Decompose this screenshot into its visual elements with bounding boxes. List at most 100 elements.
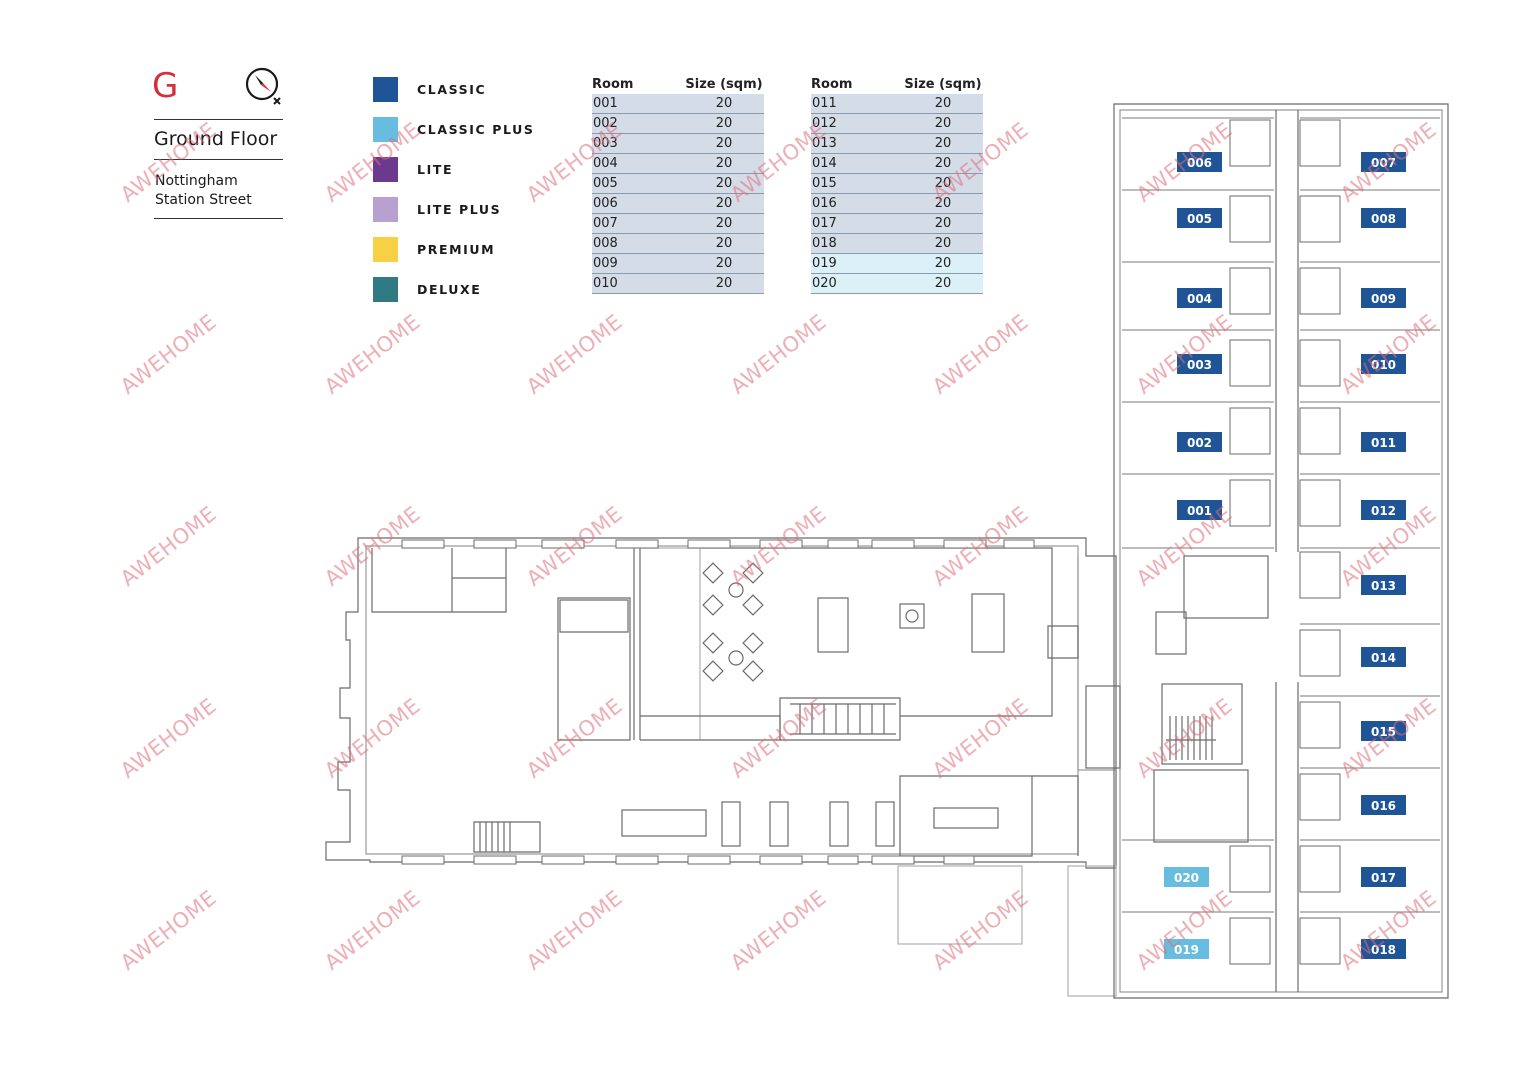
room-size-cell: 20	[903, 273, 983, 294]
bathroom-pod	[1229, 407, 1271, 455]
room-size-cell: 20	[903, 173, 983, 194]
room-number-cell: 003	[592, 133, 684, 154]
room-tag-011[interactable]: 011	[1361, 432, 1406, 452]
room-tag-001[interactable]: 001	[1177, 500, 1222, 520]
room-tag-019[interactable]: 019	[1164, 939, 1209, 959]
legend-label: CLASSIC PLUS	[417, 122, 535, 137]
room-tag-020[interactable]: 020	[1164, 867, 1209, 887]
room-tag-background	[1177, 152, 1222, 172]
bathroom-pod	[1299, 551, 1341, 599]
room-number-cell: 020	[811, 273, 903, 294]
room-tag-background	[1177, 354, 1222, 374]
room-tag-label: 005	[1187, 212, 1212, 226]
room-tag-label: 012	[1371, 504, 1396, 518]
room-number-cell: 001	[592, 94, 684, 114]
room-number-cell: 008	[592, 233, 684, 254]
bathroom-pod	[1299, 479, 1341, 527]
legend-item: PREMIUM	[373, 237, 495, 262]
room-tag-006[interactable]: 006	[1177, 152, 1222, 172]
legend-item: CLASSIC PLUS	[373, 117, 534, 142]
room-tag-009[interactable]: 009	[1361, 288, 1406, 308]
room-column-header: Room	[592, 74, 684, 94]
size-column-header: Size (sqm)	[684, 74, 764, 94]
room-tag-016[interactable]: 016	[1361, 795, 1406, 815]
room-size-cell: 20	[903, 133, 983, 154]
room-tag-010[interactable]: 010	[1361, 354, 1406, 374]
room-tag-label: 019	[1174, 943, 1199, 957]
room-tag-background	[1361, 208, 1406, 228]
bathroom-pod	[1229, 119, 1271, 167]
room-tag-background	[1177, 208, 1222, 228]
room-size-cell: 20	[684, 193, 764, 214]
room-tag-013[interactable]: 013	[1361, 575, 1406, 595]
room-tag-label: 010	[1371, 358, 1396, 372]
room-tag-014[interactable]: 014	[1361, 647, 1406, 667]
legend-swatch	[373, 117, 398, 142]
room-tag-background	[1361, 795, 1406, 815]
vertical-wing-outline	[1113, 103, 1449, 999]
room-tag-background	[1177, 288, 1222, 308]
room-tag-label: 006	[1187, 156, 1212, 170]
room-tag-background	[1361, 575, 1406, 595]
bathroom-pod	[1299, 773, 1341, 821]
room-size-cell: 20	[684, 253, 764, 274]
room-tag-003[interactable]: 003	[1177, 354, 1222, 374]
legend-swatch	[373, 237, 398, 262]
room-size-cell: 20	[903, 113, 983, 134]
legend-item: CLASSIC	[373, 77, 486, 102]
room-size-cell: 20	[684, 133, 764, 154]
bathroom-pod	[1299, 845, 1341, 893]
room-size-cell: 20	[903, 213, 983, 234]
room-tag-label: 009	[1371, 292, 1396, 306]
room-size-cell: 20	[684, 153, 764, 174]
room-tag-label: 016	[1371, 799, 1396, 813]
room-number-cell: 006	[592, 193, 684, 214]
room-tag-label: 011	[1371, 436, 1396, 450]
room-tag-background	[1361, 432, 1406, 452]
room-tag-background	[1177, 500, 1222, 520]
room-size-cell: 20	[903, 253, 983, 274]
room-tag-012[interactable]: 012	[1361, 500, 1406, 520]
room-tag-004[interactable]: 004	[1177, 288, 1222, 308]
room-size-cell: 20	[684, 94, 764, 114]
room-tag-008[interactable]: 008	[1361, 208, 1406, 228]
room-size-cell: 20	[684, 233, 764, 254]
compass-icon	[245, 67, 281, 105]
room-tag-005[interactable]: 005	[1177, 208, 1222, 228]
room-tag-002[interactable]: 002	[1177, 432, 1222, 452]
room-tag-015[interactable]: 015	[1361, 721, 1406, 741]
bathroom-pod	[1299, 339, 1341, 387]
room-tag-label: 018	[1371, 943, 1396, 957]
room-tag-017[interactable]: 017	[1361, 867, 1406, 887]
floor-letter: G	[152, 66, 179, 106]
room-number-cell: 015	[811, 173, 903, 194]
room-tag-label: 008	[1371, 212, 1396, 226]
address-line-2: Station Street	[155, 192, 252, 208]
room-tag-background	[1164, 939, 1209, 959]
room-tag-018[interactable]: 018	[1361, 939, 1406, 959]
legend-item: LITE PLUS	[373, 197, 501, 222]
room-tag-007[interactable]: 007	[1361, 152, 1406, 172]
room-tag-background	[1361, 939, 1406, 959]
legend-label: DELUXE	[417, 282, 482, 297]
room-number-cell: 007	[592, 213, 684, 234]
room-tag-label: 002	[1187, 436, 1212, 450]
room-size-cell: 20	[903, 153, 983, 174]
legend-label: PREMIUM	[417, 242, 496, 257]
room-column-header: Room	[811, 74, 903, 94]
